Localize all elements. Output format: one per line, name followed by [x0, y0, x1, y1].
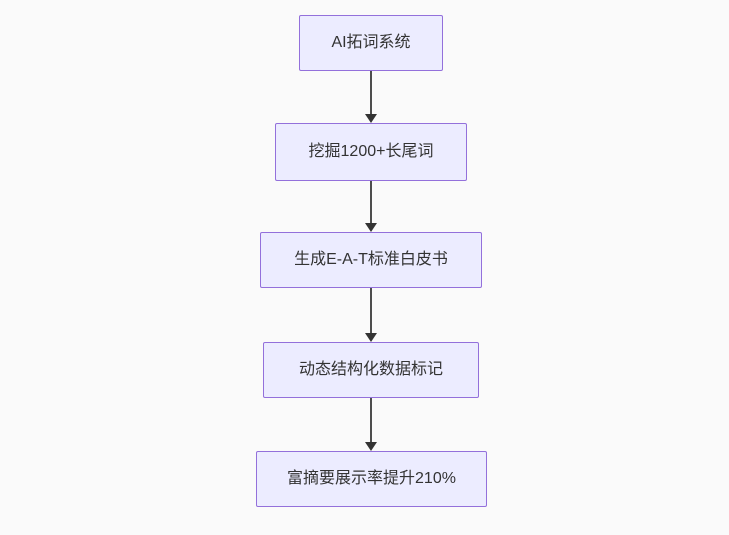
- arrow-down-icon: [364, 398, 378, 451]
- flow-node-ai-word-expansion-system: AI拓词系统: [299, 15, 443, 71]
- edge-line: [370, 398, 372, 442]
- node-label: 生成E-A-T标准白皮书: [294, 251, 448, 268]
- flow-node-generate-eat-whitepaper: 生成E-A-T标准白皮书: [260, 232, 482, 288]
- flow-node-mine-longtail-keywords: 挖掘1200+长尾词: [275, 123, 467, 181]
- arrowhead-icon: [365, 333, 377, 342]
- arrowhead-icon: [365, 223, 377, 232]
- arrow-down-icon: [364, 181, 378, 232]
- edge-line: [370, 288, 372, 333]
- node-label: 动态结构化数据标记: [298, 361, 443, 378]
- node-label: 富摘要展示率提升210%: [287, 470, 456, 487]
- edge-line: [370, 181, 372, 223]
- arrow-down-icon: [364, 288, 378, 342]
- arrowhead-icon: [365, 442, 377, 451]
- node-label: AI拓词系统: [331, 34, 411, 51]
- edge-line: [370, 71, 372, 114]
- arrowhead-icon: [365, 114, 377, 123]
- flow-node-rich-snippet-rate-increase: 富摘要展示率提升210%: [256, 451, 487, 507]
- arrow-down-icon: [364, 71, 378, 123]
- node-label: 挖掘1200+长尾词: [308, 143, 434, 160]
- flow-node-dynamic-structured-data-markup: 动态结构化数据标记: [263, 342, 479, 398]
